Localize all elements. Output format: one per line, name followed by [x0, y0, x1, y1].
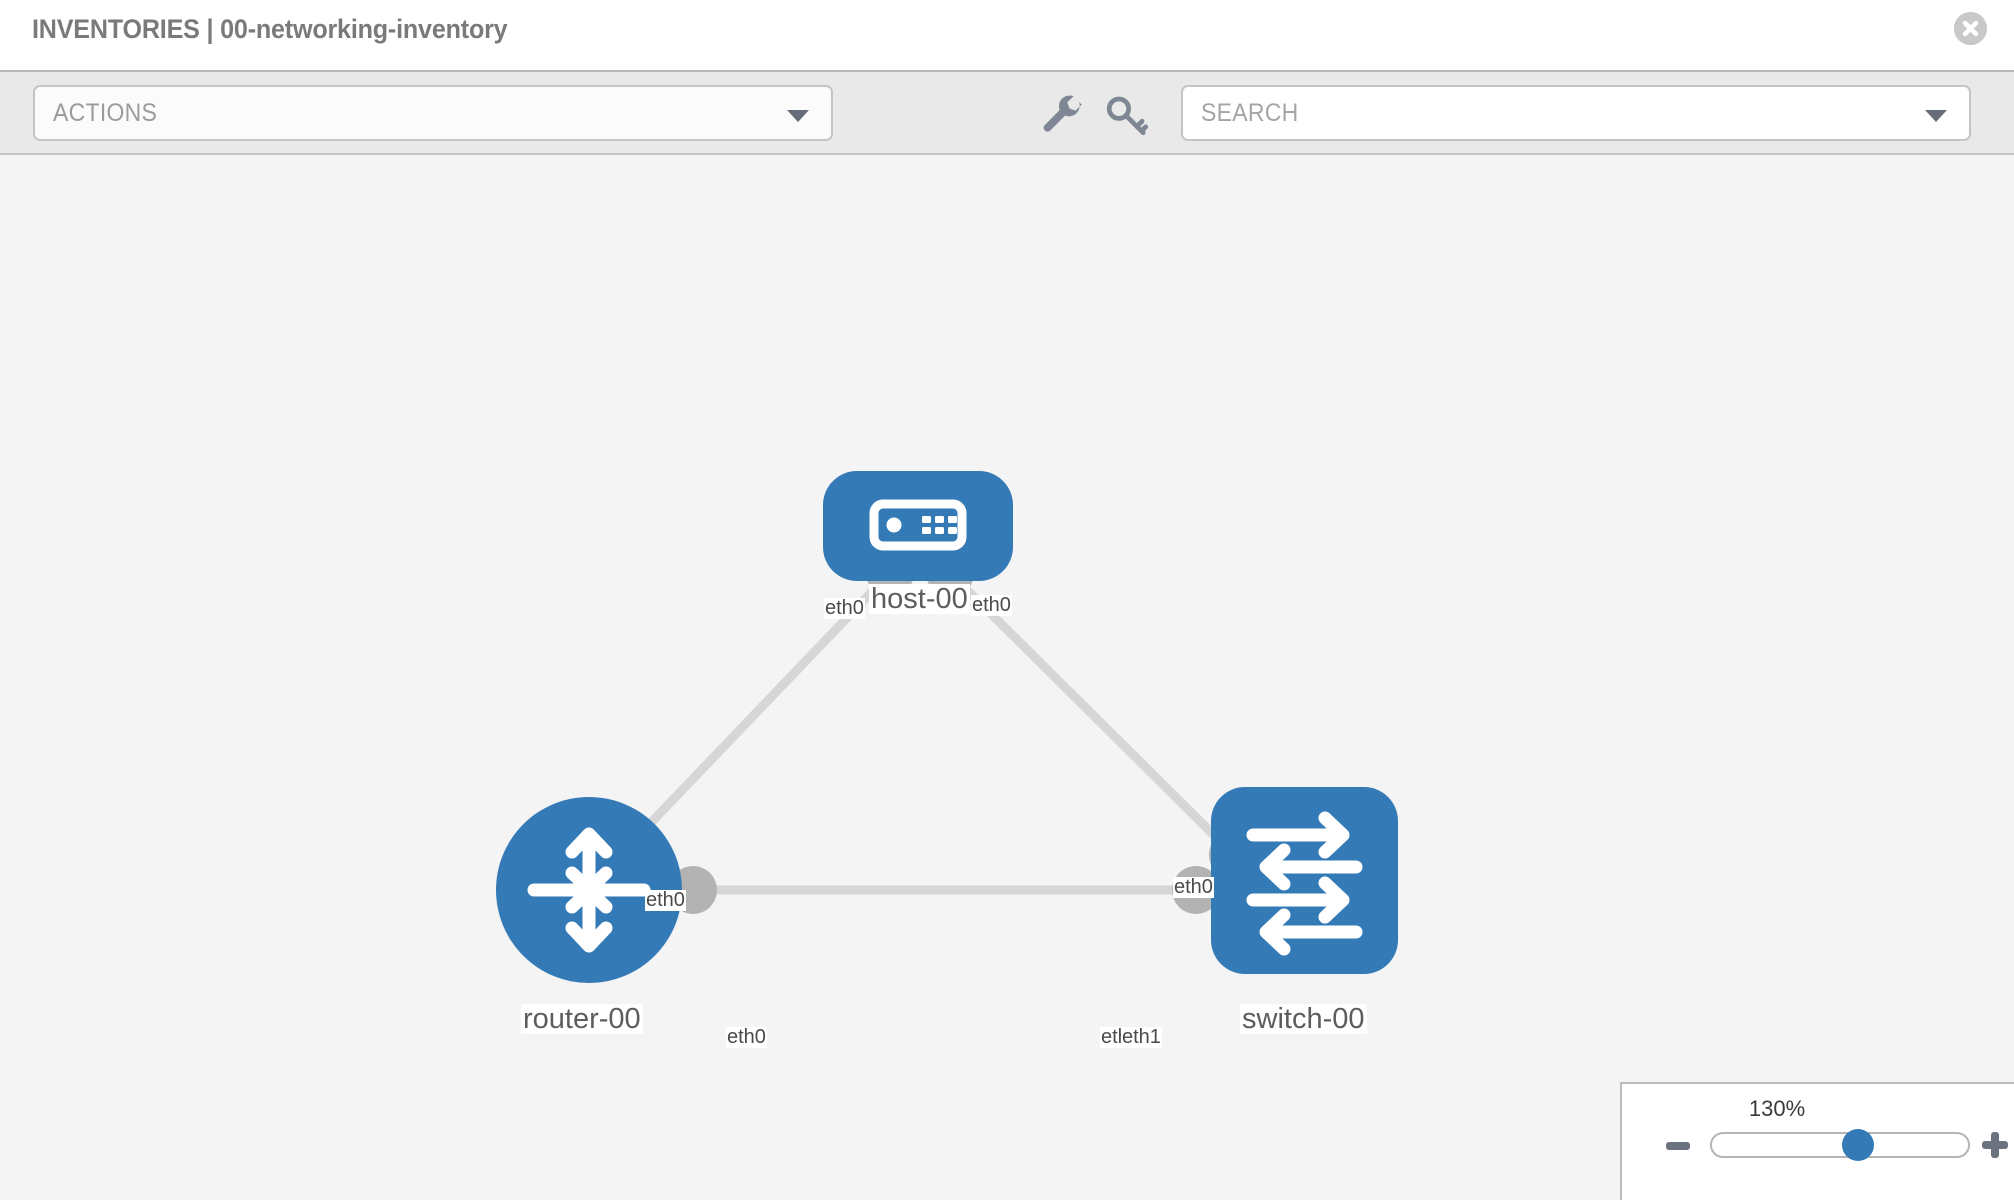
interface-label: eth0 [645, 889, 686, 911]
actions-dropdown-label: ACTIONS [53, 99, 158, 127]
zoom-percent-label: 130% [1748, 1096, 1806, 1121]
interface-label: eth0 [824, 597, 865, 619]
topology-graph[interactable] [0, 155, 2014, 1200]
plus-icon[interactable] [1982, 1132, 2008, 1158]
wrench-icon[interactable] [1040, 94, 1084, 138]
node-switch-00[interactable] [1211, 787, 1398, 974]
node-label-switch-00: switch-00 [1240, 1003, 1367, 1035]
node-label-host-00: host-00 [869, 583, 970, 615]
chevron-down-icon [787, 110, 809, 122]
key-icon[interactable] [1105, 94, 1149, 138]
interface-label: eth0 [726, 1026, 767, 1048]
actions-dropdown[interactable]: ACTIONS [33, 85, 833, 141]
search-input[interactable]: SEARCH [1181, 85, 1971, 141]
zoom-slider-track[interactable] [1710, 1132, 1970, 1158]
node-label-router-00: router-00 [521, 1003, 643, 1035]
topology-canvas[interactable]: eth0 eth0 eth0 eth0 eth0 eth0 eth1 host-… [0, 155, 2014, 1200]
page-header: INVENTORIES | 00-networking-inventory [0, 0, 2014, 70]
node-router-00[interactable] [496, 797, 682, 983]
close-icon[interactable] [1954, 12, 1987, 45]
interface-label: eth0 [1173, 876, 1214, 898]
zoom-slider-thumb[interactable] [1842, 1129, 1874, 1161]
search-input-value: SEARCH [1201, 99, 1299, 127]
minus-icon[interactable] [1666, 1142, 1690, 1150]
interface-label: eth0 [971, 594, 1012, 616]
link-host-switch [947, 570, 1239, 860]
toolbar: ACTIONS SEARCH [0, 70, 2014, 155]
page-title: INVENTORIES | 00-networking-inventory [32, 14, 508, 44]
interface-label: eth1 [1121, 1026, 1162, 1048]
node-host-00[interactable] [823, 471, 1013, 581]
chevron-down-icon [1925, 110, 1947, 122]
link-host-router [615, 570, 893, 860]
zoom-control-panel: 130% [1620, 1082, 2014, 1200]
